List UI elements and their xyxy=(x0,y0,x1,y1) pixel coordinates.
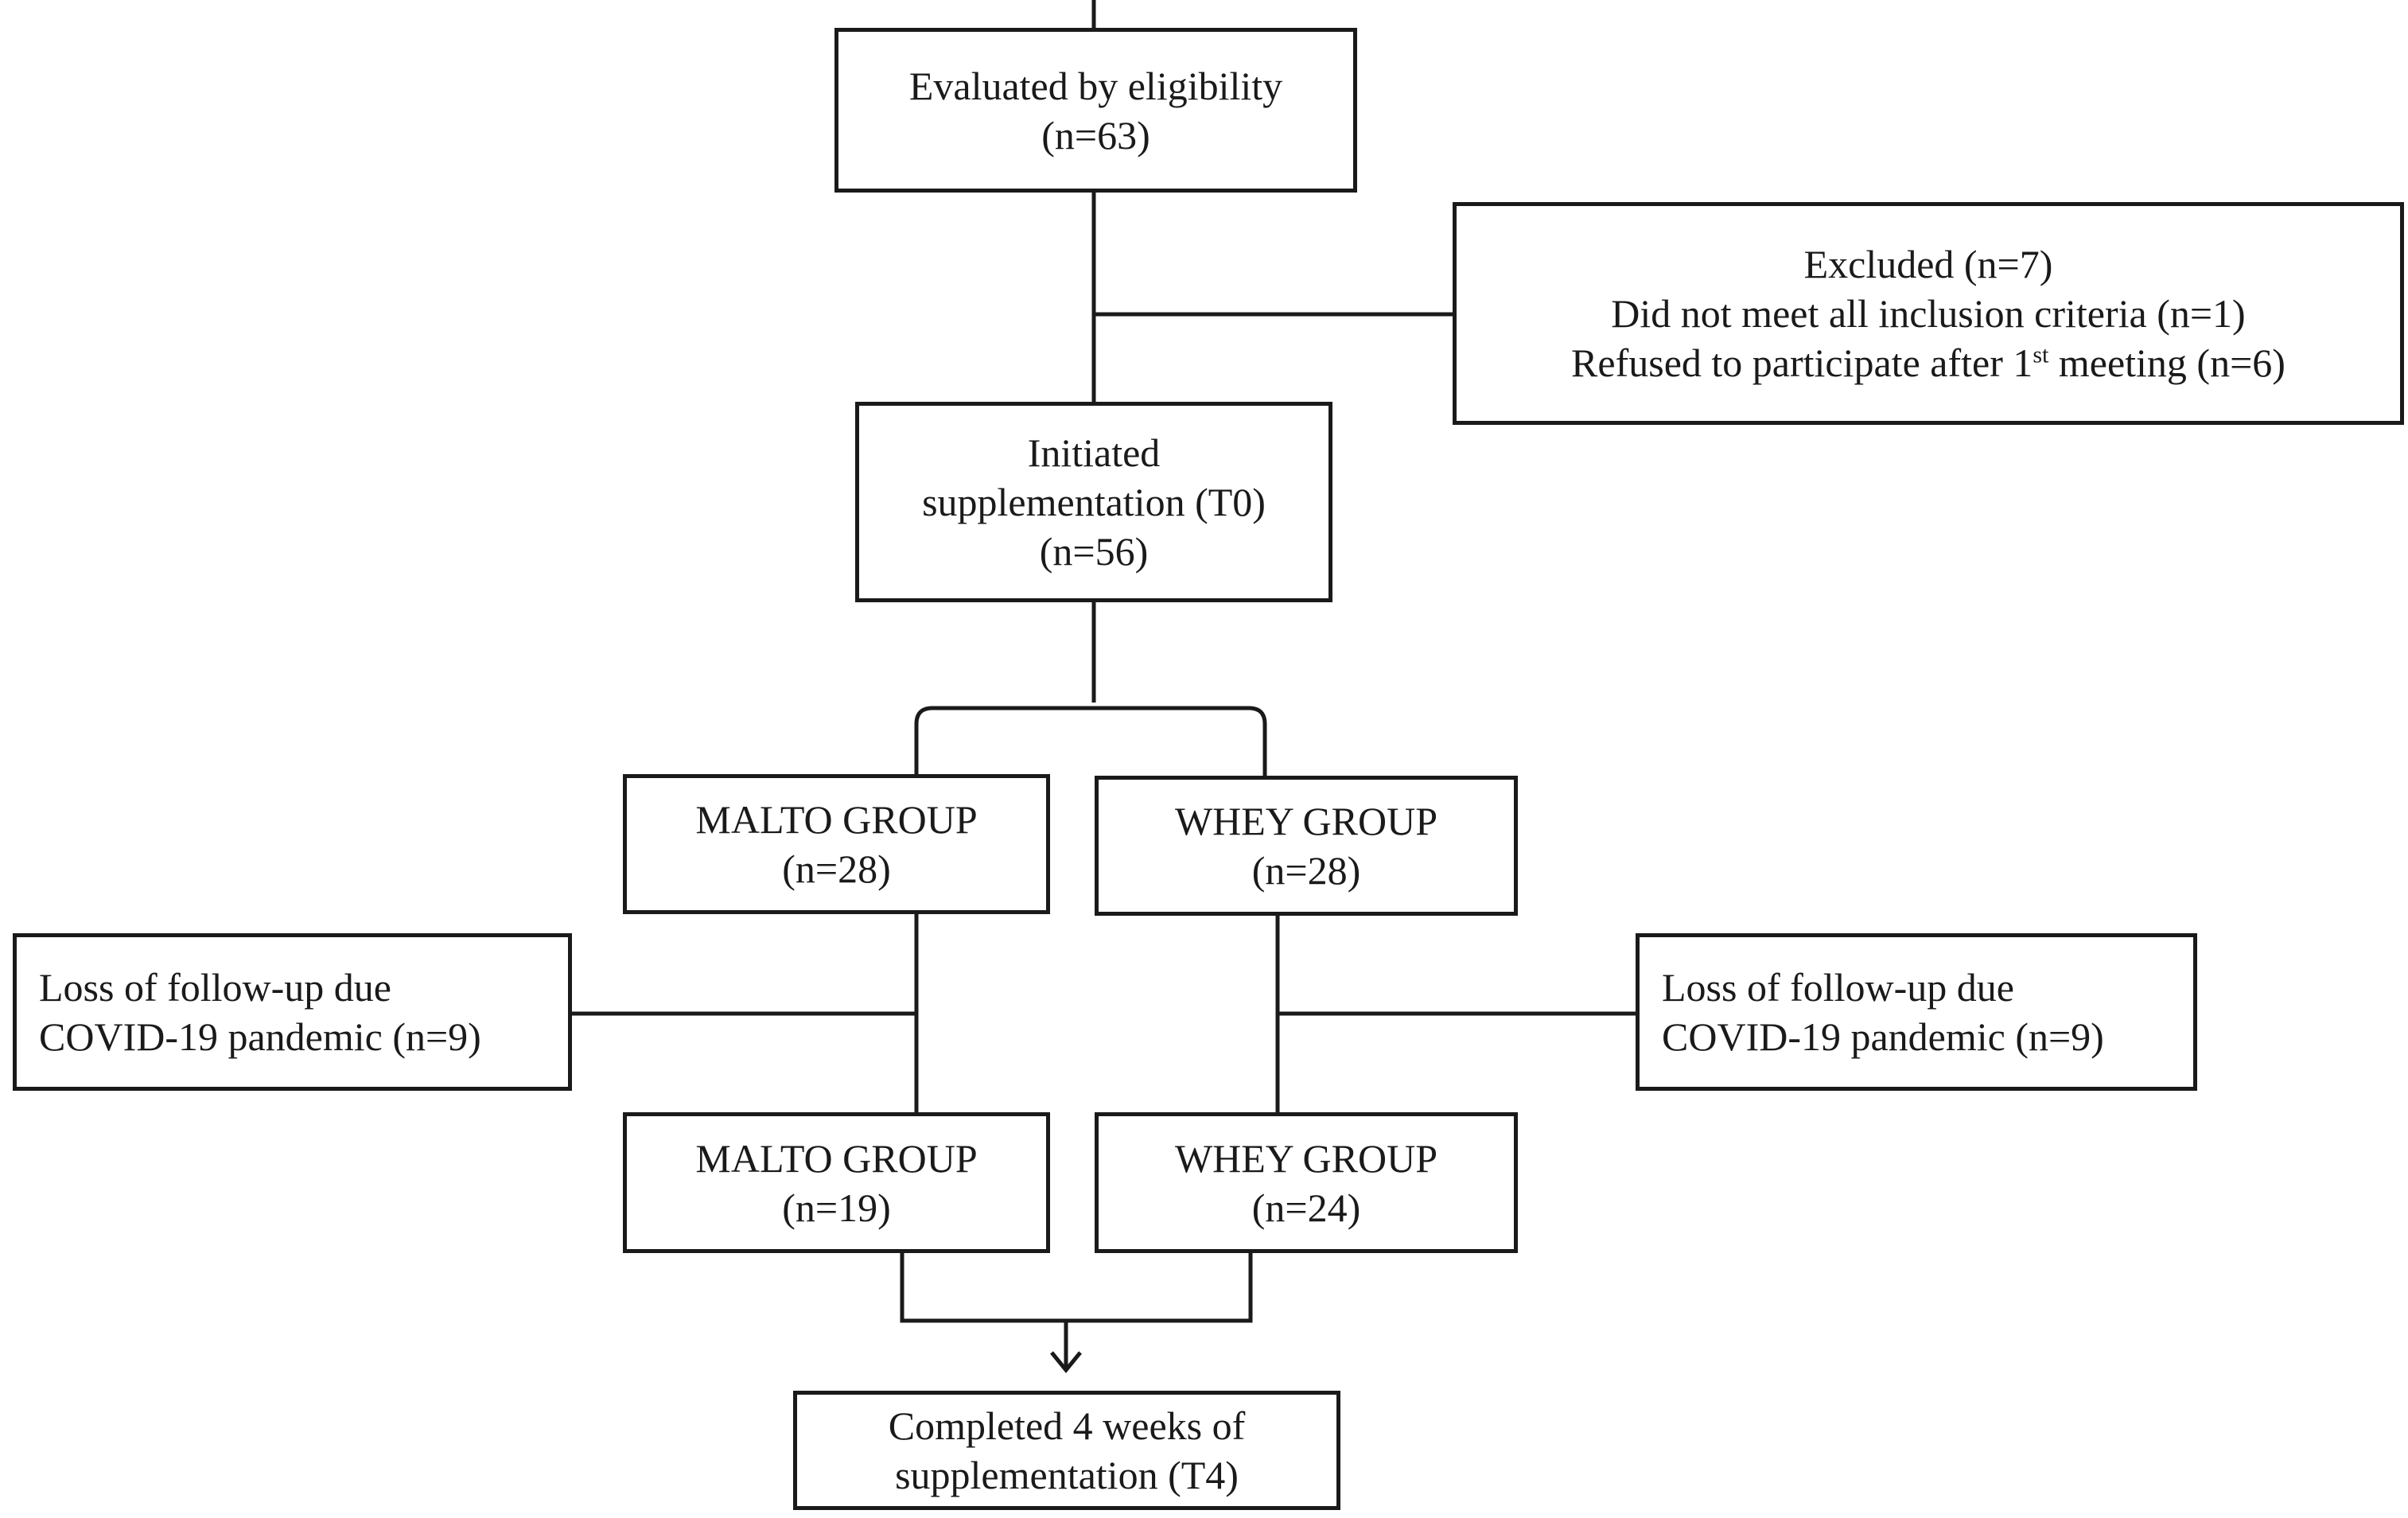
excluded-refused-prefix: Refused to participate after 1 xyxy=(1571,341,2033,385)
completed-box: Completed 4 weeks of supplementation (T4… xyxy=(793,1391,1340,1510)
completed-line-2: supplementation (T4) xyxy=(895,1453,1239,1497)
completed-line-1: Completed 4 weeks of xyxy=(888,1403,1246,1448)
eligibility-box: Evaluated by eligibility (n=63) xyxy=(834,28,1357,193)
excluded-title: Excluded (n=7) xyxy=(1803,242,2053,286)
initiated-count: (n=56) xyxy=(1039,529,1149,574)
whey-start-box: WHEY GROUP (n=28) xyxy=(1095,776,1518,916)
whey-end-label: WHEY GROUP xyxy=(1174,1135,1438,1181)
loss-whey-line-2: COVID-19 pandemic (n=9) xyxy=(1662,1014,2104,1059)
whey-start-label: WHEY GROUP xyxy=(1174,799,1438,843)
excluded-criteria: Did not meet all inclusion criteria (n=1… xyxy=(1611,291,2246,336)
initiated-phase: supplementation (T0) xyxy=(922,480,1266,524)
whey-end-box: WHEY GROUP (n=24) xyxy=(1095,1112,1518,1253)
loss-malto-box: Loss of follow-up due COVID-19 pandemic … xyxy=(13,933,572,1091)
excluded-refused-suffix: meeting (n=6) xyxy=(2048,341,2285,385)
excluded-box: Excluded (n=7) Did not meet all inclusio… xyxy=(1453,202,2404,425)
eligibility-count: (n=63) xyxy=(1041,112,1150,158)
loss-malto-line-2: COVID-19 pandemic (n=9) xyxy=(39,1014,481,1059)
excluded-refused-sup: st xyxy=(2033,341,2049,368)
whey-start-count: (n=28) xyxy=(1251,848,1361,893)
eligibility-label: Evaluated by eligibility xyxy=(908,63,1283,108)
connector-merge-groups xyxy=(900,1251,1253,1323)
connector-split-groups xyxy=(914,706,1267,776)
malto-start-count: (n=28) xyxy=(782,847,891,891)
loss-whey-box: Loss of follow-up due COVID-19 pandemic … xyxy=(1636,933,2197,1091)
initiated-label: Initiated xyxy=(1027,430,1161,475)
loss-malto-line-1: Loss of follow-up due xyxy=(39,965,391,1010)
loss-whey-line-1: Loss of follow-up due xyxy=(1662,965,2014,1010)
arrowhead-completed-icon xyxy=(1050,1351,1082,1373)
malto-end-box: MALTO GROUP (n=19) xyxy=(623,1112,1050,1253)
initiated-box: Initiated supplementation (T0) (n=56) xyxy=(855,402,1332,602)
malto-start-label: MALTO GROUP xyxy=(695,797,978,842)
excluded-refused: Refused to participate after 1st meeting… xyxy=(1571,338,2285,387)
malto-end-count: (n=19) xyxy=(782,1185,891,1230)
malto-end-label: MALTO GROUP xyxy=(695,1135,978,1181)
whey-end-count: (n=24) xyxy=(1251,1185,1361,1230)
malto-start-box: MALTO GROUP (n=28) xyxy=(623,774,1050,914)
